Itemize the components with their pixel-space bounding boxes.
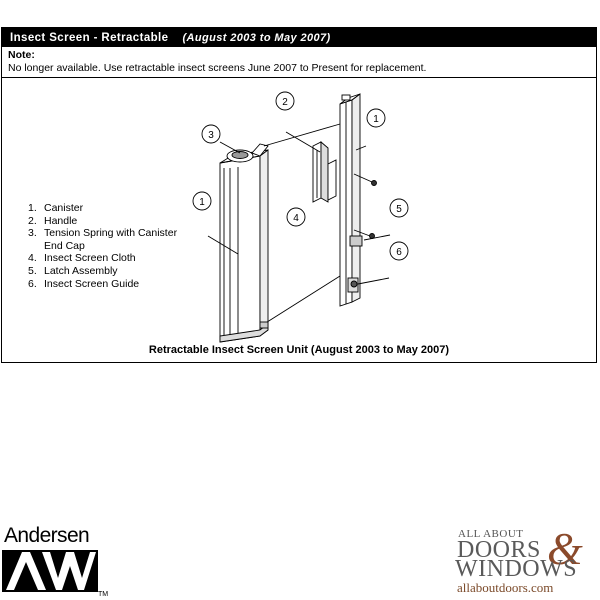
exploded-diagram: 3 2 1 1 4 5 6 bbox=[192, 91, 409, 343]
callout-label-1-canister: 1 bbox=[199, 197, 205, 208]
callout-label-6: 6 bbox=[396, 247, 402, 258]
leader-lines bbox=[207, 131, 391, 285]
note-box: Note: No longer available. Use retractab… bbox=[2, 47, 596, 78]
note-label: Note: bbox=[8, 49, 35, 61]
title-bar: Insect Screen - Retractable (August 2003… bbox=[2, 28, 596, 47]
list-item: 3.Tension Spring with Canister End Cap bbox=[28, 227, 178, 252]
callout-label-5: 5 bbox=[396, 204, 402, 215]
callout-label-3: 3 bbox=[208, 130, 214, 141]
callout-circle-1-rail bbox=[366, 108, 386, 128]
store-line1: ALL ABOUT bbox=[458, 528, 524, 540]
screen-cloth-drawing bbox=[263, 123, 341, 325]
parts-sheet: Insect Screen - Retractable (August 2003… bbox=[1, 27, 597, 363]
date-range: (August 2003 to May 2007) bbox=[182, 31, 331, 44]
list-item: 1.Canister bbox=[28, 202, 84, 214]
canister-drawing bbox=[219, 149, 269, 343]
note-text: No longer available. Use retractable ins… bbox=[8, 62, 427, 74]
list-item: 4.Insect Screen Cloth bbox=[28, 252, 136, 265]
callout-circle-3 bbox=[201, 124, 221, 144]
andersen-logo-word: Andersen bbox=[4, 524, 90, 547]
callout-circle-4 bbox=[286, 207, 306, 227]
end-cap-drawing bbox=[226, 143, 269, 163]
andersen-logo: Andersen TM bbox=[0, 524, 110, 598]
callout-circle-1-canister bbox=[192, 191, 212, 211]
page-title: Insect Screen - Retractable bbox=[10, 31, 169, 44]
callout-label-2: 2 bbox=[282, 97, 288, 108]
store-ampersand: & bbox=[547, 523, 583, 574]
list-item: 2.Handle bbox=[28, 214, 78, 227]
callout-circle-6 bbox=[389, 241, 409, 261]
guide-rail-drawing bbox=[339, 93, 361, 307]
callout-circle-2 bbox=[275, 91, 295, 111]
store-line2: DOORS bbox=[457, 537, 541, 563]
parts-list: 1.Canister 2.Handle 3.Tension Spring wit… bbox=[28, 202, 184, 290]
allaboutdoors-logo: ALL ABOUT DOORS & WINDOWS allaboutdoors.… bbox=[455, 523, 595, 595]
andersen-aw-icon: TM bbox=[2, 550, 108, 598]
callout-label-4: 4 bbox=[293, 213, 299, 224]
andersen-tm: TM bbox=[98, 591, 108, 598]
callout-circle-5 bbox=[389, 198, 409, 218]
handle-drawing bbox=[312, 141, 337, 203]
store-url: allaboutdoors.com bbox=[457, 580, 554, 595]
diagram-caption: Retractable Insect Screen Unit (August 2… bbox=[148, 344, 450, 356]
callout-label-1-rail: 1 bbox=[373, 114, 379, 125]
list-item: 6.Insect Screen Guide bbox=[28, 277, 140, 290]
list-item: 5.Latch Assembly bbox=[28, 264, 118, 277]
store-line3: WINDOWS bbox=[455, 556, 578, 582]
